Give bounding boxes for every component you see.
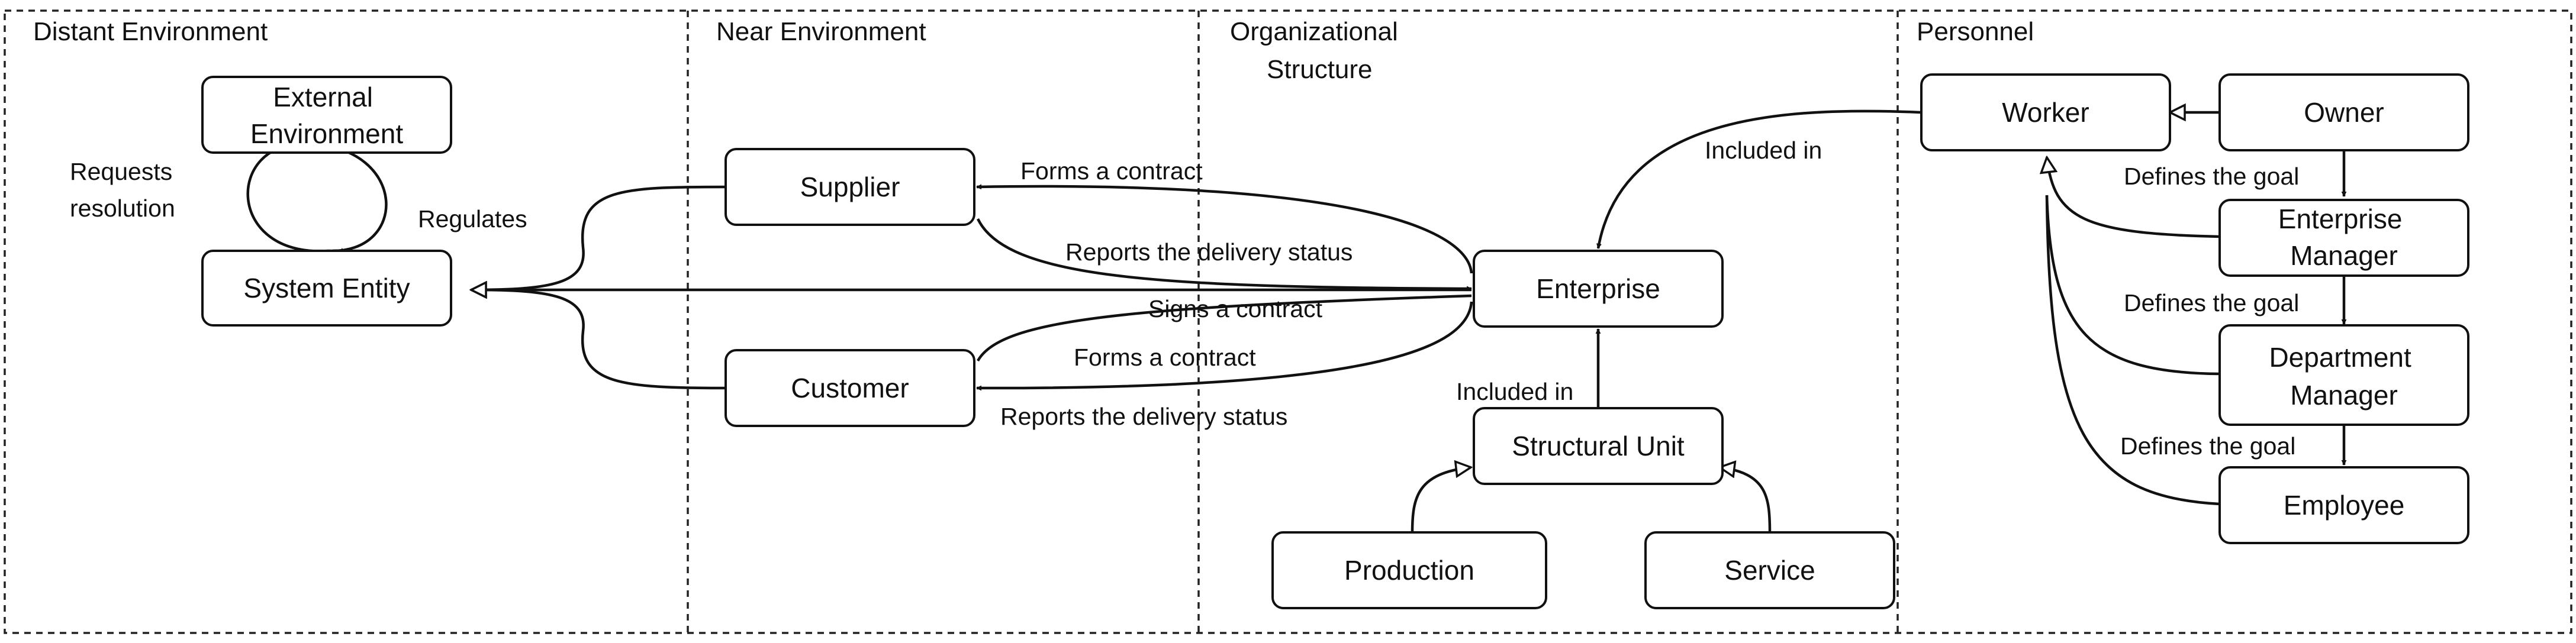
edge-label-included-in-unit: Included in (1456, 378, 1573, 405)
service-label: Service (1724, 555, 1815, 586)
node-production: Production (1271, 531, 1547, 609)
external-environment-label-line-1: External (273, 82, 373, 112)
edge-label-signs-contract: Signs a contract (1148, 295, 1323, 322)
edges (246, 109, 2347, 533)
included-in-worker-arrow (1596, 109, 1922, 249)
owner-label: Owner (2304, 97, 2384, 128)
supplier-label: Supplier (800, 172, 900, 202)
node-supplier: Supplier (724, 148, 975, 226)
edge-label-defines-goal-3: Defines the goal (2120, 432, 2295, 460)
node-enterprise: Enterprise (1473, 250, 1724, 328)
lane-title-line-1: Organizational (1230, 17, 1398, 46)
customer-generalization-line (473, 288, 726, 390)
node-system-entity: System Entity (201, 250, 452, 327)
svg-text:Enterprise Manager: Enterprise Manager (2278, 203, 2410, 271)
requests-resolution-line-2: resolution (70, 195, 175, 222)
supplier-generalization-arrow (471, 185, 726, 290)
edge-label-requests-resolution: Requests resolution (70, 158, 179, 222)
department-manager-label-line-1: Department (2269, 342, 2411, 373)
lane-title-organizational-structure: Organizational Structure (1230, 17, 1405, 84)
edge-label-reports-delivery-customer: Reports the delivery status (1000, 403, 1287, 430)
service-generalization-arrow (1720, 467, 1772, 533)
node-owner: Owner (2218, 73, 2469, 151)
forms-contract-customer-arrow (976, 301, 1473, 391)
department-manager-label-line-2: Manager (2290, 380, 2398, 411)
signs-contract-line (977, 294, 1472, 362)
edge-label-defines-goal-2: Defines the goal (2124, 289, 2299, 316)
node-worker: Worker (1920, 73, 2171, 151)
enterprise-manager-generalization-arrow (2047, 157, 2220, 238)
requests-resolution-arrow (246, 141, 329, 253)
swimlanes (4, 9, 2572, 634)
worker-label: Worker (2002, 97, 2089, 128)
svg-text:External Environment: External Environment (250, 82, 403, 149)
edge-label-included-in-worker: Included in (1705, 137, 1822, 164)
department-manager-generalization-line (2045, 195, 2220, 376)
edge-label-regulates: Regulates (418, 205, 527, 232)
edge-label-forms-contract-supplier: Forms a contract (1020, 157, 1203, 185)
node-structural-unit: Structural Unit (1473, 407, 1724, 485)
node-customer: Customer (724, 349, 975, 427)
external-environment-label-line-2: Environment (250, 118, 403, 149)
employee-label: Employee (2284, 490, 2405, 521)
node-department-manager: Department Manager (2218, 324, 2469, 426)
lane-title-personnel: Personnel (1917, 17, 2034, 46)
enterprise-manager-label-line-2: Manager (2290, 240, 2398, 271)
edge-label-forms-contract-customer: Forms a contract (1074, 344, 1256, 371)
node-employee: Employee (2218, 466, 2469, 544)
forms-contract-supplier-arrow (976, 184, 1473, 274)
node-service: Service (1644, 531, 1895, 609)
requests-resolution-line-1: Requests (70, 158, 172, 185)
svg-text:Department Manager: Department Manager (2269, 342, 2419, 411)
node-enterprise-manager: Enterprise Manager (2218, 199, 2469, 277)
lane-title-distant-environment: Distant Environment (33, 17, 268, 46)
node-external-environment: External Environment (201, 76, 452, 154)
regulates-arrow (308, 142, 388, 253)
enterprise-label: Enterprise (1536, 273, 1660, 304)
enterprise-manager-label-line-1: Enterprise (2278, 203, 2403, 234)
reports-delivery-supplier-arrow (976, 218, 1472, 292)
customer-label: Customer (791, 373, 909, 403)
edge-label-reports-delivery-supplier: Reports the delivery status (1065, 238, 1353, 266)
structural-unit-label: Structural Unit (1512, 431, 1685, 461)
production-generalization-arrow (1411, 467, 1471, 533)
employee-generalization-line (2045, 195, 2220, 506)
lane-title-line-2: Structure (1267, 55, 1373, 84)
edge-label-defines-goal-1: Defines the goal (2124, 163, 2299, 190)
production-label: Production (1344, 555, 1474, 586)
system-entity-label: System Entity (243, 273, 410, 303)
lane-title-near-environment: Near Environment (716, 17, 926, 46)
diagram-frame (4, 9, 2572, 634)
